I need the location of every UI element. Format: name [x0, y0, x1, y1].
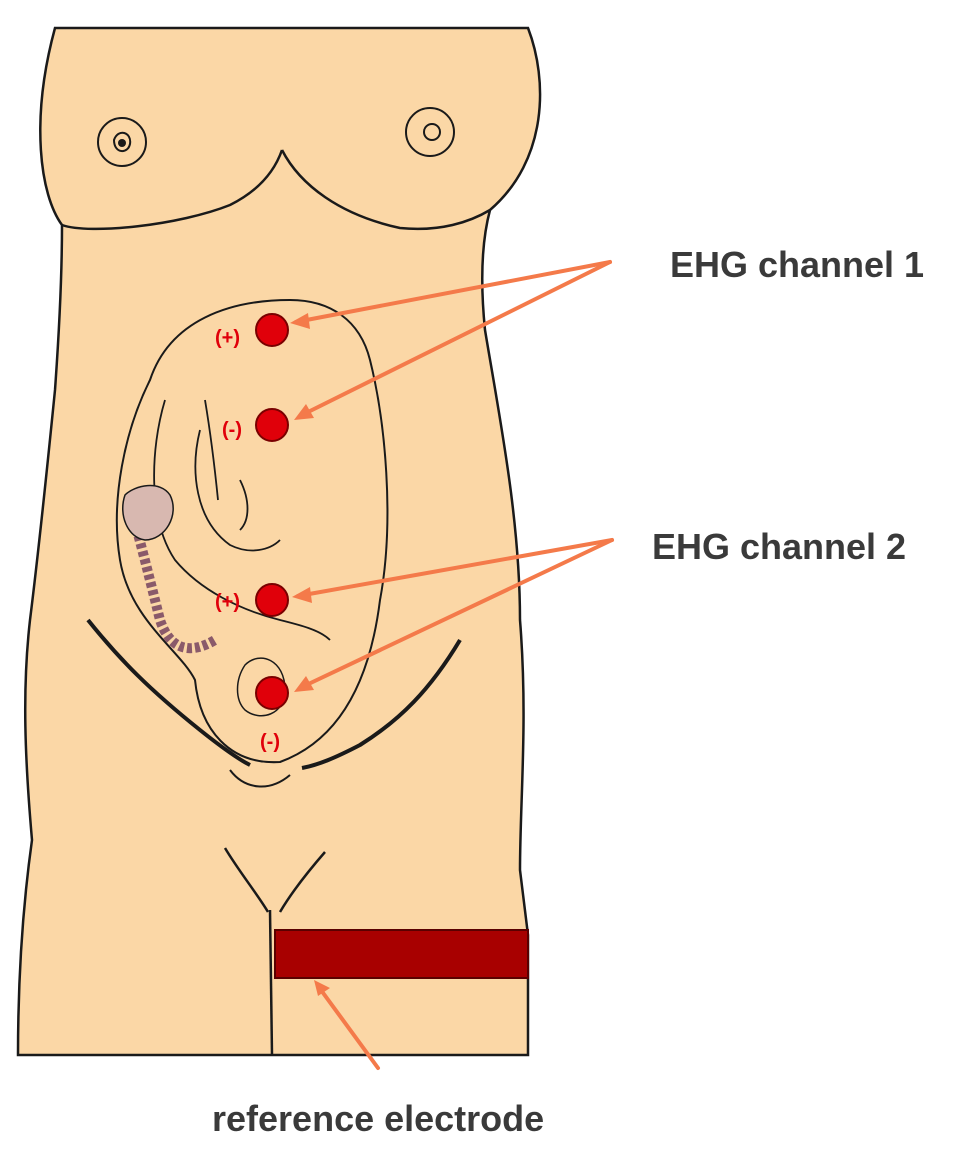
polarity-label-ch1-positive: (+)	[215, 327, 240, 349]
label-ehg-channel-1: EHG channel 1	[670, 244, 925, 285]
label-ehg-channel-2: EHG channel 2	[652, 526, 907, 567]
left-breast-outline	[61, 149, 284, 231]
electrode-ch2-positive	[255, 583, 289, 617]
arrowhead-ch1-positive	[290, 313, 310, 329]
right-breast-outline	[280, 149, 491, 231]
left-pelvic-bone	[86, 618, 251, 767]
right-nipple-icon	[405, 107, 455, 157]
pubic-symphysis	[229, 769, 291, 788]
arrow-ch1-positive	[294, 260, 612, 324]
polarity-label-ch2-positive: (+)	[215, 591, 240, 613]
placenta-sketch	[122, 484, 174, 541]
arrowhead-ch1-negative	[294, 404, 314, 420]
polarity-label-ch2-negative: (-)	[260, 731, 280, 753]
arrow-ch1-negative	[298, 260, 612, 418]
arrowhead-ch2-positive	[292, 587, 312, 603]
label-reference-electrode: reference electrode	[212, 1098, 545, 1139]
polarity-label-ch1-negative: (-)	[222, 419, 242, 441]
inner-thigh-line	[268, 909, 274, 1056]
uterus-outline	[115, 298, 389, 764]
electrode-ch2-negative	[255, 676, 289, 710]
arrowhead-reference	[314, 980, 330, 996]
right-pelvic-bone	[301, 638, 462, 770]
electrode-ch1-negative	[255, 408, 289, 442]
fetus-sketch	[153, 399, 331, 641]
arrow-ch2-positive	[296, 538, 614, 598]
arrow-reference	[316, 984, 380, 1070]
electrode-ch1-positive	[255, 313, 289, 347]
arrow-ch2-negative	[298, 538, 614, 690]
arrowhead-ch2-negative	[294, 676, 314, 692]
left-nipple-icon	[97, 117, 147, 167]
fetal-head-sketch	[236, 657, 286, 717]
reference-electrode-band	[274, 929, 529, 979]
groin-outline	[223, 847, 326, 913]
